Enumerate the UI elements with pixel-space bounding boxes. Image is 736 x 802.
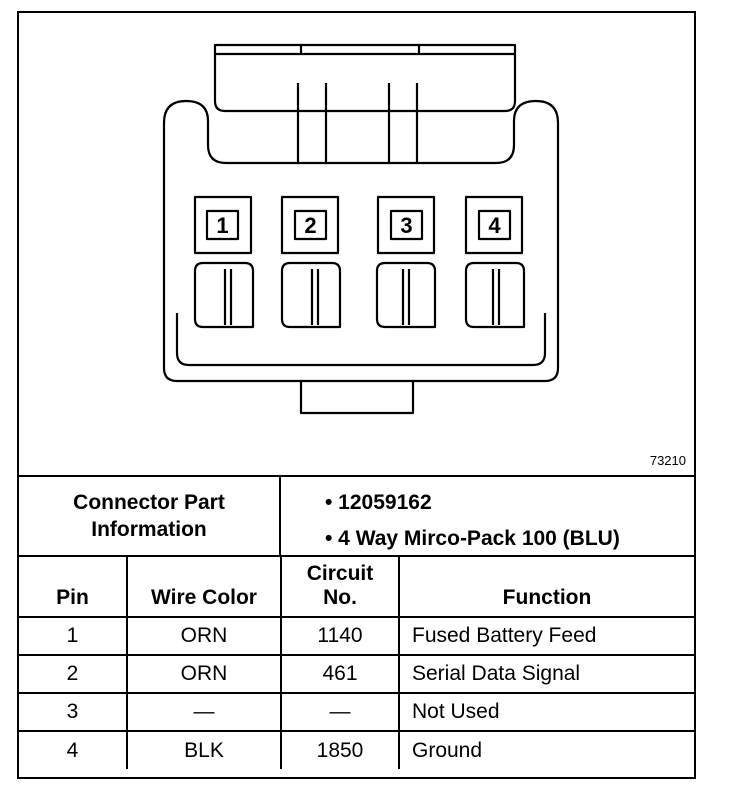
part-description: • 4 Way Mirco-Pack 100 (BLU)	[325, 527, 620, 550]
latch-post-right	[387, 83, 419, 163]
cell-circuit: 1140	[281, 617, 400, 656]
pin-label-3: 3	[400, 213, 412, 238]
cell-pin: 1	[19, 617, 128, 656]
header-circuit-line1: Circuit	[306, 562, 374, 585]
info-label-line2: Information	[91, 518, 207, 541]
pin-label-2: 2	[304, 213, 316, 238]
cell-circuit: —	[281, 693, 400, 732]
connector-latch	[213, 43, 517, 113]
header-function: Function	[399, 557, 694, 618]
pin-label-4: 4	[488, 213, 501, 238]
table-row: 3 — — Not Used	[19, 693, 694, 732]
info-label-line1: Connector Part	[73, 491, 225, 514]
cell-pin: 2	[19, 655, 128, 694]
connector-diagram: 1 2 3 4	[162, 43, 560, 415]
connector-body	[162, 99, 560, 383]
cell-wire-color: BLK	[127, 731, 282, 769]
cell-wire-color: ORN	[127, 617, 282, 656]
info-values: • 12059162 • 4 Way Mirco-Pack 100 (BLU)	[281, 477, 694, 557]
info-label: Connector Part Information	[19, 477, 281, 557]
header-circuit-line2: No.	[323, 586, 357, 609]
latch-post-left	[296, 83, 328, 163]
table-row: 2 ORN 461 Serial Data Signal	[19, 655, 694, 694]
cell-wire-color: —	[127, 693, 282, 732]
cell-pin: 3	[19, 693, 128, 732]
table-header-row: Pin Wire Color Circuit No. Function	[19, 557, 694, 618]
pin-label-1: 1	[216, 213, 228, 238]
pin-table: Pin Wire Color Circuit No. Function 1 OR…	[19, 557, 694, 769]
cell-function: Not Used	[399, 693, 694, 732]
figure-number: 73210	[649, 453, 686, 468]
cell-wire-color: ORN	[127, 655, 282, 694]
table-row: 1 ORN 1140 Fused Battery Feed	[19, 617, 694, 656]
part-number: • 12059162	[325, 491, 432, 514]
cell-function: Fused Battery Feed	[399, 617, 694, 656]
table-row: 4 BLK 1850 Ground	[19, 731, 694, 769]
cell-pin: 4	[19, 731, 128, 769]
cell-circuit: 1850	[281, 731, 400, 769]
cell-function: Serial Data Signal	[399, 655, 694, 694]
connector-sheet: 1 2 3 4 73210 Connector Part Information…	[17, 11, 696, 779]
cell-circuit: 461	[281, 655, 400, 694]
header-pin: Pin	[19, 557, 128, 618]
cell-function: Ground	[412, 738, 483, 762]
connector-bottom-tab	[299, 381, 415, 415]
header-circuit: Circuit No.	[281, 557, 400, 618]
header-wire-color: Wire Color	[127, 557, 282, 618]
connector-part-info: Connector Part Information • 12059162 • …	[19, 475, 694, 557]
